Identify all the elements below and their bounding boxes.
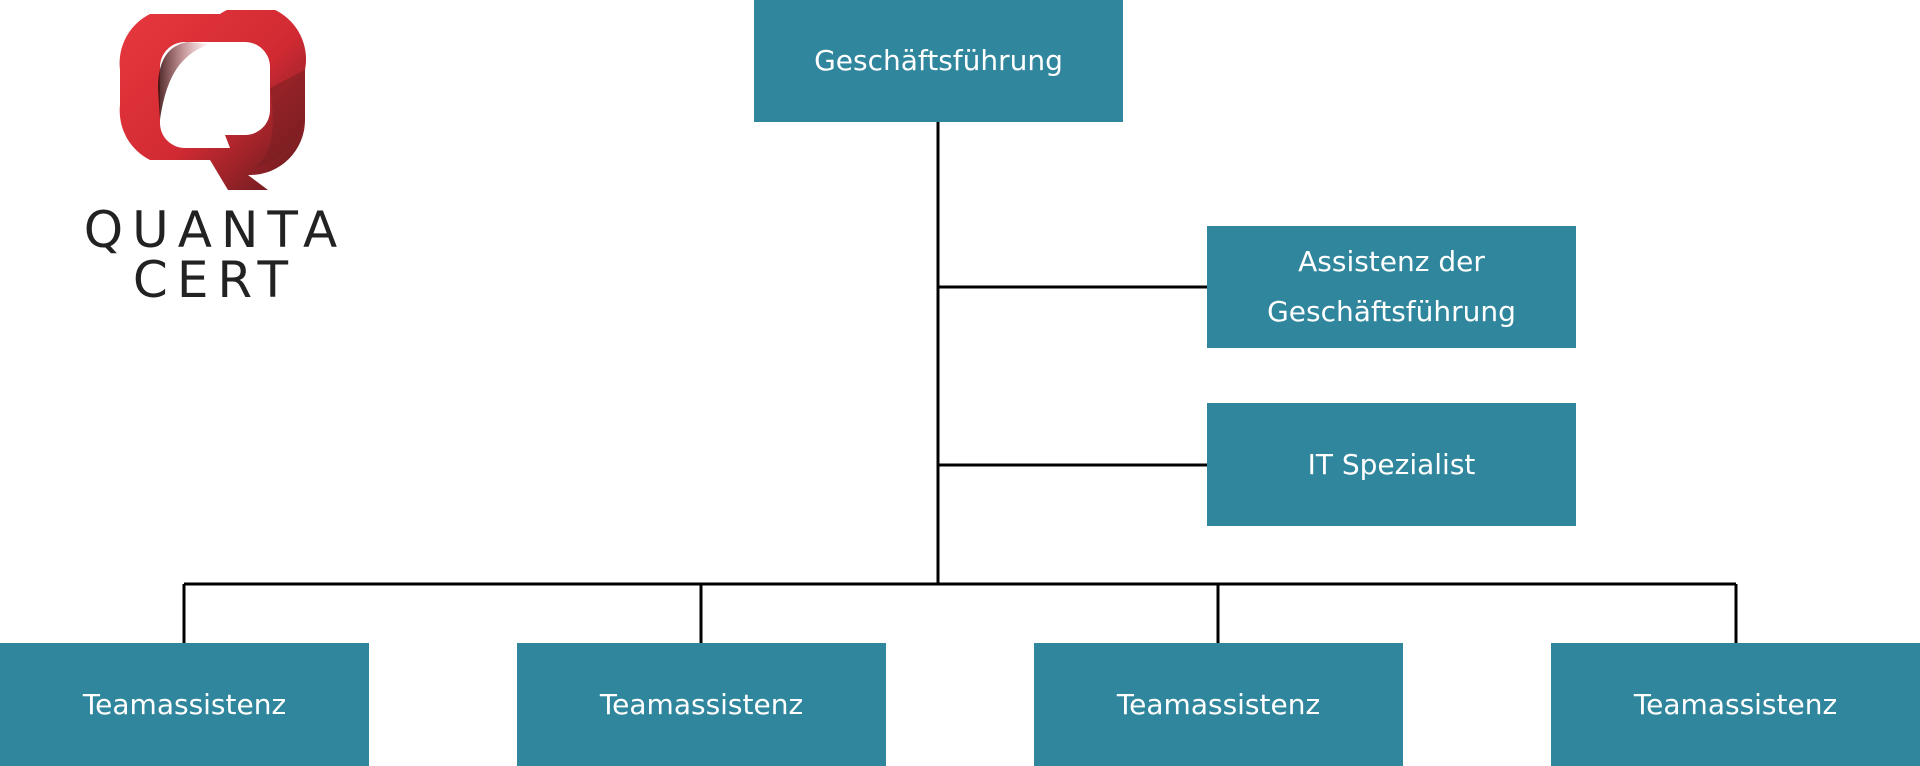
quantacert-logo [119,10,307,190]
node-teamassistenz-2: Teamassistenz [517,643,886,766]
logo-text-cert: CERT [132,251,298,309]
node-label-line1: Assistenz der [1298,245,1485,278]
node-assistenz: Assistenz der Geschäftsführung [1207,226,1576,348]
node-label: Teamassistenz [1116,687,1321,721]
node-label: IT Spezialist [1307,447,1476,481]
node-it-spezialist: IT Spezialist [1207,403,1576,526]
node-label: Teamassistenz [599,687,804,721]
node-teamassistenz-1: Teamassistenz [0,643,369,766]
node-label: Teamassistenz [1633,687,1838,721]
node-label: Teamassistenz [82,687,287,721]
node-teamassistenz-3: Teamassistenz [1034,643,1403,766]
node-teamassistenz-4: Teamassistenz [1551,643,1920,766]
logo-text-quanta: QUANTA [83,201,347,259]
node-label: Geschäftsführung [814,44,1063,77]
node-geschaeftsfuehrung: Geschäftsführung [754,0,1123,122]
node-label-line2: Geschäftsführung [1267,295,1516,328]
